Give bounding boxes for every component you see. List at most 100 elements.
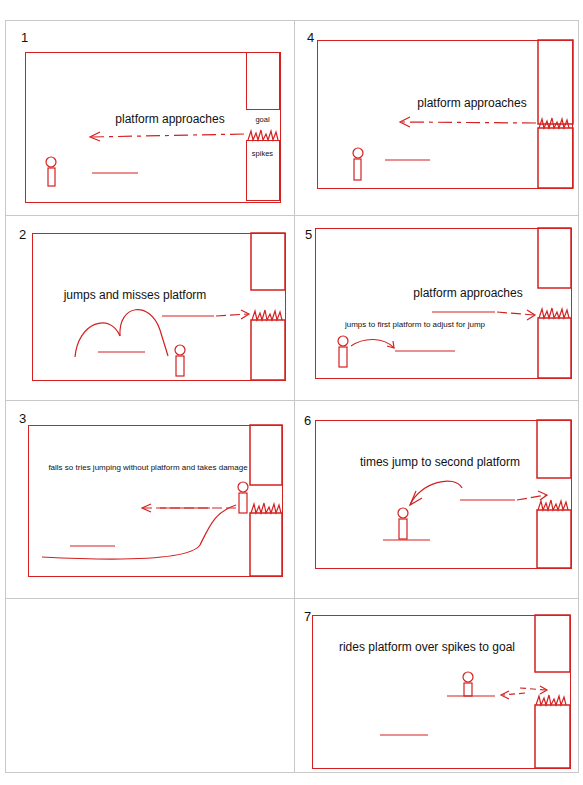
- player-head: [463, 672, 473, 682]
- jump-curve: [42, 505, 236, 559]
- scene-frame: jumps and misses platform: [32, 233, 286, 381]
- arrow-head: [90, 132, 100, 141]
- spikes-box: [535, 705, 570, 768]
- box-label: spikes: [252, 150, 273, 159]
- empty-panel: [5, 598, 295, 773]
- storyboard-panel: jumps and misses platform 2: [5, 215, 295, 401]
- storyboard-panel: times jump to second platform 6: [294, 400, 579, 599]
- goal-box: [538, 40, 573, 124]
- player-body: [48, 168, 55, 186]
- player-body: [239, 493, 247, 513]
- platform-line: [162, 315, 214, 316]
- scene-caption: platform approaches: [115, 113, 224, 127]
- scene-frame: platform approaches jumps to first platfo…: [315, 228, 572, 379]
- goal-box: goal: [246, 52, 280, 110]
- spikes-grass: [539, 118, 569, 128]
- spikes-box: spikes: [246, 140, 280, 201]
- spikes-grass: [252, 310, 282, 320]
- spikes-grass: [539, 308, 569, 318]
- arrow-head: [400, 117, 410, 127]
- arrow-head: [241, 310, 249, 319]
- spikes-grass: [536, 695, 566, 705]
- scene-caption: platform approaches: [417, 97, 526, 111]
- spikes-grass: [538, 500, 568, 510]
- motion-arrow: [92, 134, 244, 137]
- platform-line: [395, 350, 455, 351]
- jump-curve: [410, 481, 462, 505]
- panel-number: 1: [21, 31, 28, 46]
- player-body: [176, 356, 184, 376]
- player-head: [175, 345, 185, 355]
- jump-curve: [351, 339, 394, 348]
- motion-arrow: [143, 507, 236, 508]
- player-head: [46, 157, 56, 167]
- panel-number: 5: [305, 228, 312, 243]
- motion-arrow: [402, 122, 536, 123]
- platform-line: [432, 311, 495, 312]
- storyboard-panel: platform approaches 4: [294, 20, 579, 216]
- arrow-head: [142, 504, 151, 512]
- scene-caption: times jump to second platform: [360, 456, 520, 470]
- panel-number: 2: [19, 228, 26, 243]
- spikes-box: [250, 513, 282, 576]
- platform-line: [98, 351, 145, 352]
- jump-curve: [120, 310, 168, 356]
- goal-box: [251, 233, 285, 290]
- player-body: [399, 519, 407, 539]
- platform-line: [460, 499, 515, 500]
- player-head: [353, 148, 363, 158]
- storyboard-panel: platform approaches jumps to first platfo…: [294, 215, 579, 401]
- storyboard-panel: falls so tries jumping without platform …: [5, 400, 295, 599]
- arrow-head: [410, 491, 422, 505]
- spikes-grass: [248, 130, 278, 140]
- panel-number: 4: [307, 31, 314, 46]
- spikes-grass: [251, 503, 281, 513]
- arrow-head: [538, 491, 547, 500]
- spikes-box: [251, 320, 285, 380]
- arrow-head: [387, 341, 394, 348]
- scene-frame: times jump to second platform: [315, 420, 572, 569]
- player-body: [339, 347, 347, 367]
- spikes-box: [538, 128, 573, 188]
- goal-box: [250, 425, 282, 485]
- platform-line: [92, 172, 138, 173]
- spikes-box: [537, 510, 571, 568]
- goal-box: [535, 615, 570, 672]
- player-body: [354, 159, 361, 180]
- platform-line: [380, 734, 428, 735]
- spikes-box: [538, 318, 571, 378]
- storyboard-panel: rides platform over spikes to goal 7: [294, 598, 579, 773]
- scene-frame: rides platform over spikes to goal: [312, 615, 571, 769]
- goal-box: [537, 420, 571, 478]
- player-body: [464, 683, 472, 696]
- motion-arrow: [503, 693, 525, 695]
- panel-number: 7: [304, 610, 311, 625]
- box-label: goal: [255, 116, 269, 125]
- arrow-head: [540, 686, 547, 694]
- scene-caption: rides platform over spikes to goal: [339, 641, 515, 655]
- jump-curve: [75, 323, 120, 357]
- panel-number: 3: [19, 412, 26, 427]
- platform-line: [385, 159, 430, 160]
- player-head: [238, 482, 248, 492]
- arrow-head: [501, 691, 509, 699]
- scene-note: jumps to first platform to adjust for ju…: [345, 320, 485, 329]
- scene-caption: platform approaches: [413, 287, 522, 301]
- goal-box: [538, 228, 571, 288]
- arrow-head: [527, 310, 535, 320]
- scene-caption: jumps and misses platform: [64, 289, 207, 303]
- motion-arrow: [520, 688, 546, 690]
- player-head: [338, 336, 348, 346]
- player-head: [398, 508, 408, 518]
- motion-arrow: [497, 312, 534, 315]
- scene-frame: platform approaches: [317, 40, 573, 189]
- panel-number: 6: [304, 414, 311, 429]
- scene-frame: falls so tries jumping without platform …: [28, 425, 283, 577]
- storyboard-panel: goal spikes platform approaches 1: [5, 20, 295, 216]
- platform-line: [70, 545, 115, 546]
- scene-caption: falls so tries jumping without platform …: [48, 463, 247, 472]
- scene-frame: goal spikes platform approaches: [25, 52, 281, 203]
